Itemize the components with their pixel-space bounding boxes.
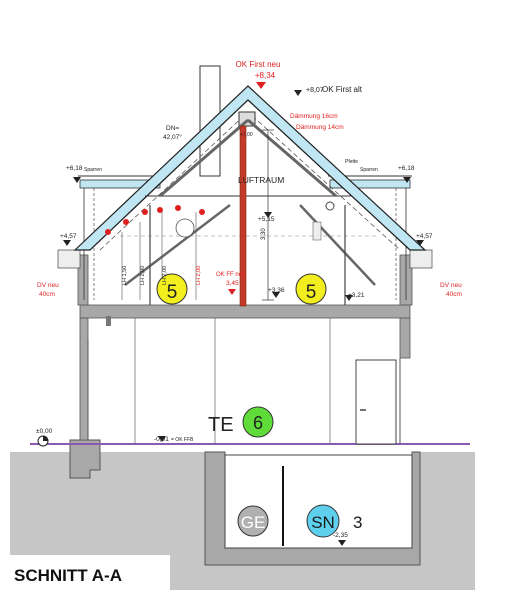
wall-left-ground	[79, 317, 89, 441]
eave-right-level: +4,57	[416, 233, 433, 240]
wall-right-ground	[399, 317, 411, 359]
level-ff: -0,01	[154, 436, 169, 443]
brace-left	[124, 204, 231, 286]
level-marker-new-floor	[228, 289, 236, 295]
ge-marker	[237, 505, 269, 537]
sparren-label-left: Sparren	[84, 167, 102, 173]
sn-label: SN	[311, 513, 335, 532]
brace-right	[299, 204, 376, 286]
level-336: +3,36	[268, 287, 285, 294]
dn-value: 42,07°	[163, 133, 182, 141]
daemmung-2: Dämmung 14cm	[296, 124, 344, 131]
strut-right	[247, 118, 337, 198]
te-label: TE	[208, 414, 234, 436]
dv-neu-right: DV neu	[440, 282, 462, 289]
level-zero: ±0,00	[36, 428, 53, 435]
dormer-roof-right	[329, 179, 411, 189]
ok-ff-neu-value: 3,45	[226, 280, 239, 287]
room-marker-2	[295, 273, 327, 305]
dv-neu-left-cm: 40cm	[39, 291, 55, 298]
roof-inner-line	[89, 99, 411, 251]
fixture-light	[325, 201, 335, 211]
level-321: +3,21	[348, 292, 365, 299]
level-ff-label: = OK FFB	[171, 437, 194, 443]
sn-marker	[306, 504, 340, 538]
sparren-label-right: Sparren	[360, 167, 378, 173]
level-top-left: +6,18	[66, 165, 83, 172]
timber-post	[239, 125, 247, 307]
room-marker-1	[156, 273, 188, 305]
connection-marks	[105, 205, 205, 235]
daemmung-1: Dämmung 16cm	[290, 113, 338, 120]
dv-neu-right-cm: 40cm	[446, 291, 462, 298]
height-label: 3,30	[261, 228, 267, 240]
eave-left-level: +4,57	[60, 233, 77, 240]
luftraum-label: LUFTRAUM	[238, 175, 284, 185]
sn-number: 3	[353, 513, 362, 532]
lh-label-4: LH 2,00	[196, 266, 202, 285]
ok-ff-neu: OK FF neu	[216, 272, 245, 278]
section-title: SCHNITT A-A	[14, 566, 122, 585]
room-number-1: 5	[167, 282, 178, 303]
te-number: 6	[253, 413, 263, 433]
foundation-left	[69, 439, 101, 479]
lh-label-3: LH 2,00	[162, 266, 168, 285]
te-marker	[242, 406, 274, 438]
ok-first-neu-value: +8,34	[255, 71, 276, 80]
strut-left	[159, 118, 249, 198]
ok-first-neu-label: OK First neu	[236, 60, 281, 69]
level-marker-new-ridge	[256, 82, 266, 89]
level-mid: +5,15	[258, 216, 275, 223]
level-markers	[63, 90, 424, 546]
ok-first-alt-label: OK First alt	[322, 85, 363, 94]
dv-neu-left: DV neu	[37, 282, 59, 289]
title-box	[5, 555, 170, 591]
room-number-2: 5	[306, 282, 317, 303]
dn-label: DN=	[166, 125, 179, 132]
level-top-right: +6,18	[398, 165, 415, 172]
eave-right	[409, 249, 433, 269]
ge-label: GE	[241, 513, 266, 532]
door	[355, 359, 397, 445]
ok-first-alt-value: +8,07	[306, 87, 324, 94]
attic-opening	[175, 218, 195, 238]
lh-label-2: LH 2,00	[140, 266, 146, 285]
fixture-right	[312, 221, 322, 241]
floor-slab	[79, 304, 411, 319]
slab-support	[106, 316, 111, 326]
level-bottom: -2,35	[333, 532, 348, 539]
pfette-label: Pfette	[345, 159, 358, 165]
eave-left	[57, 249, 81, 269]
lh-label-1: LH 1,50	[122, 266, 128, 285]
level-beam: +7,00	[240, 132, 253, 138]
knee-wall-left	[77, 254, 89, 306]
